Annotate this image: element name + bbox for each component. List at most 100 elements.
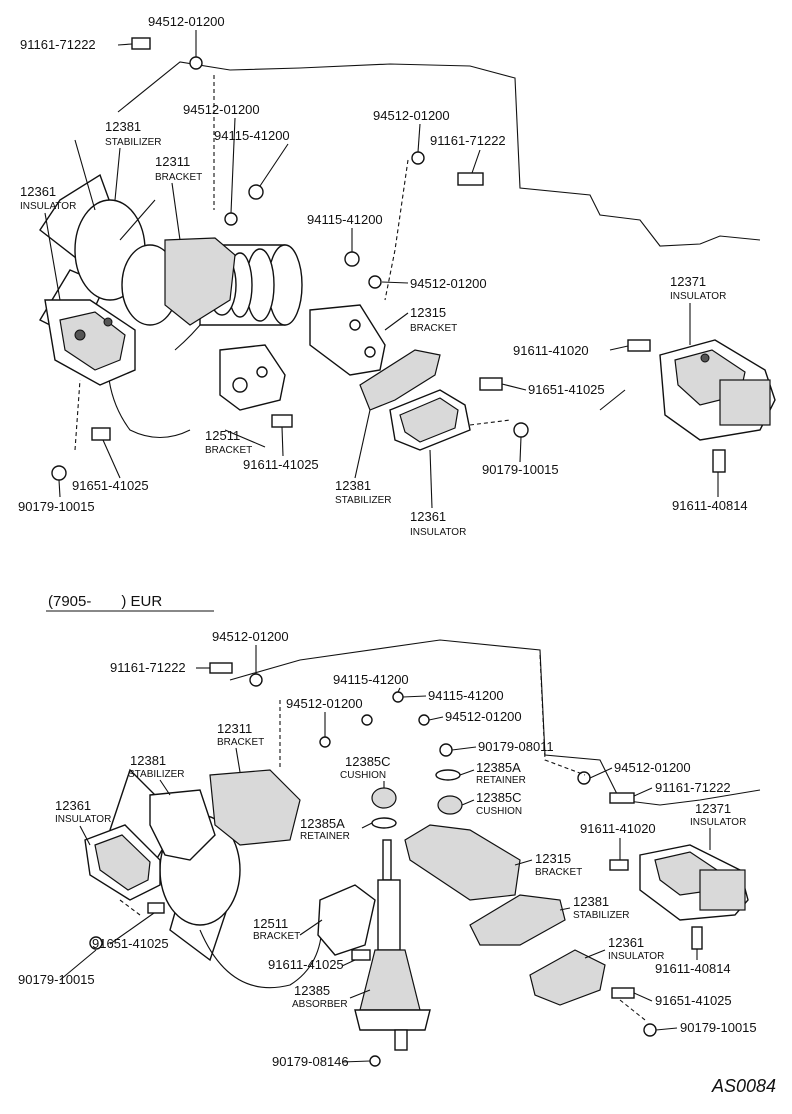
bottom-leader-lines <box>59 645 711 1063</box>
label-91611-41020-b: 91611-41020 <box>580 821 656 836</box>
label-12511-b: 12511 <box>253 916 288 931</box>
insulator-left-shape <box>44 299 136 386</box>
label-94115-41200-b: 94115-41200 <box>307 212 383 227</box>
name-stabilizer-c: STABILIZER <box>128 769 185 780</box>
section-label: (7905- ) EUR <box>48 593 162 610</box>
bracket-12315-shape <box>309 304 386 376</box>
name-insulator-f: INSULATOR <box>608 951 664 962</box>
label-91161-71222-c: 91161-71222 <box>110 660 186 675</box>
label-12381-b: 12381 <box>335 478 371 493</box>
label-94115-41200-a: 94115-41200 <box>214 128 290 143</box>
name-insulator-c: INSULATOR <box>410 527 466 538</box>
label-12385c-a: 12385C <box>345 754 391 769</box>
name-bracket-e: BRACKET <box>535 867 582 878</box>
stabilizer-12381-right-shape <box>469 894 566 946</box>
label-12381-d: 12381 <box>573 894 609 909</box>
top-artwork <box>39 37 776 481</box>
bottom-labels: 94512-01200 91161-71222 94115-41200 9411… <box>18 629 757 1069</box>
label-91611-41025-a: 91611-41025 <box>243 457 319 472</box>
name-stabilizer-b: STABILIZER <box>335 495 392 506</box>
insulator-12371-shape <box>659 339 776 441</box>
name-insulator-d: INSULATOR <box>55 814 111 825</box>
label-94512-01200-c: 94512-01200 <box>373 108 450 123</box>
label-91611-41025-b: 91611-41025 <box>268 957 344 972</box>
label-91611-41020-a: 91611-41020 <box>513 343 589 358</box>
label-12381-a: 12381 <box>105 119 141 134</box>
name-bracket-d: BRACKET <box>217 737 264 748</box>
retainer-12385a-a <box>371 817 397 829</box>
engine-outline <box>117 61 761 247</box>
insulator-12361-right-shape <box>529 949 606 1006</box>
name-absorber: ABSORBER <box>292 999 348 1010</box>
name-insulator-e: INSULATOR <box>690 817 746 828</box>
label-94512-01200-a: 94512-01200 <box>148 14 225 29</box>
label-12315-b: 12315 <box>535 851 571 866</box>
label-90179-10015-c: 90179-10015 <box>18 972 95 987</box>
name-bracket-b: BRACKET <box>410 323 457 334</box>
label-12361-b: 12361 <box>410 509 446 524</box>
label-94512-01200-d: 94512-01200 <box>410 276 487 291</box>
nut-90179-08011 <box>439 743 453 757</box>
label-94115-41200-c: 94115-41200 <box>333 672 409 687</box>
insulator-12371-bottom-shape <box>639 844 749 921</box>
label-94512-01200-h: 94512-01200 <box>614 760 691 775</box>
name-insulator-b: INSULATOR <box>670 291 726 302</box>
name-cushion-b: CUSHION <box>476 806 522 817</box>
label-12371-a: 12371 <box>670 274 706 289</box>
name-cushion-a: CUSHION <box>340 770 386 781</box>
label-91611-40814-a: 91611-40814 <box>672 498 748 513</box>
cushion-12385c-b <box>437 795 463 815</box>
name-retainer-a: RETAINER <box>300 831 350 842</box>
name-bracket-a: BRACKET <box>155 172 202 183</box>
name-stabilizer-a: STABILIZER <box>105 137 162 148</box>
label-12361-c: 12361 <box>55 798 91 813</box>
absorber-12385-shape <box>354 839 431 1051</box>
label-94512-01200-f: 94512-01200 <box>286 696 363 711</box>
label-91651-41025-a: 91651-41025 <box>528 382 605 397</box>
bracket-12311-bottom-shape <box>209 769 301 846</box>
label-12361-a: 12361 <box>20 184 56 199</box>
bracket-12315-bottom-shape <box>404 824 521 901</box>
top-labels: 94512-01200 91161-71222 94512-01200 9411… <box>18 14 748 538</box>
drawing-code: AS0084 <box>711 1076 776 1096</box>
top-leader-lines <box>44 30 719 509</box>
label-12371-b: 12371 <box>695 801 731 816</box>
name-insulator-a: INSULATOR <box>20 201 76 212</box>
label-90179-08011: 90179-08011 <box>478 739 554 754</box>
label-12315-a: 12315 <box>410 305 446 320</box>
label-91161-71222-a: 91161-71222 <box>20 37 96 52</box>
label-90179-10015-b: 90179-10015 <box>18 499 95 514</box>
label-12385c-b: 12385C <box>476 790 522 805</box>
label-90179-10015-d: 90179-10015 <box>680 1020 757 1035</box>
label-94512-01200-e: 94512-01200 <box>212 629 289 644</box>
name-stabilizer-d: STABILIZER <box>573 910 630 921</box>
bracket-12511-bottom-shape <box>317 884 376 956</box>
cushion-12385c-a <box>371 787 397 809</box>
label-91651-41025-c: 91651-41025 <box>92 936 169 951</box>
label-90179-08146: 90179-08146 <box>272 1054 349 1069</box>
name-bracket-f: BRACKET <box>253 931 300 942</box>
label-94512-01200-g: 94512-01200 <box>445 709 522 724</box>
engine-outline-bottom <box>229 639 761 806</box>
label-94512-01200-b: 94512-01200 <box>183 102 260 117</box>
label-91161-71222-d: 91161-71222 <box>655 780 731 795</box>
label-12311-b: 12311 <box>217 721 252 736</box>
label-91651-41025-d: 91651-41025 <box>655 993 732 1008</box>
label-12385a-b: 12385A <box>476 760 521 775</box>
bottom-artwork <box>84 639 761 1067</box>
stabilizer-12381-bottom-shape <box>149 789 216 861</box>
label-12385: 12385 <box>294 983 330 998</box>
label-12511-a: 12511 <box>205 428 240 443</box>
label-90179-10015-a: 90179-10015 <box>482 462 559 477</box>
retainer-12385a-b <box>435 769 461 781</box>
bracket-12511-shape <box>219 344 286 411</box>
label-12385a-a: 12385A <box>300 816 345 831</box>
label-12311-a: 12311 <box>155 154 190 169</box>
name-bracket-c: BRACKET <box>205 445 252 456</box>
label-91611-40814-b: 91611-40814 <box>655 961 731 976</box>
label-94115-41200-d: 94115-41200 <box>428 688 504 703</box>
name-retainer-b: RETAINER <box>476 775 526 786</box>
label-91161-71222-b: 91161-71222 <box>430 133 506 148</box>
label-12381-c: 12381 <box>130 753 166 768</box>
